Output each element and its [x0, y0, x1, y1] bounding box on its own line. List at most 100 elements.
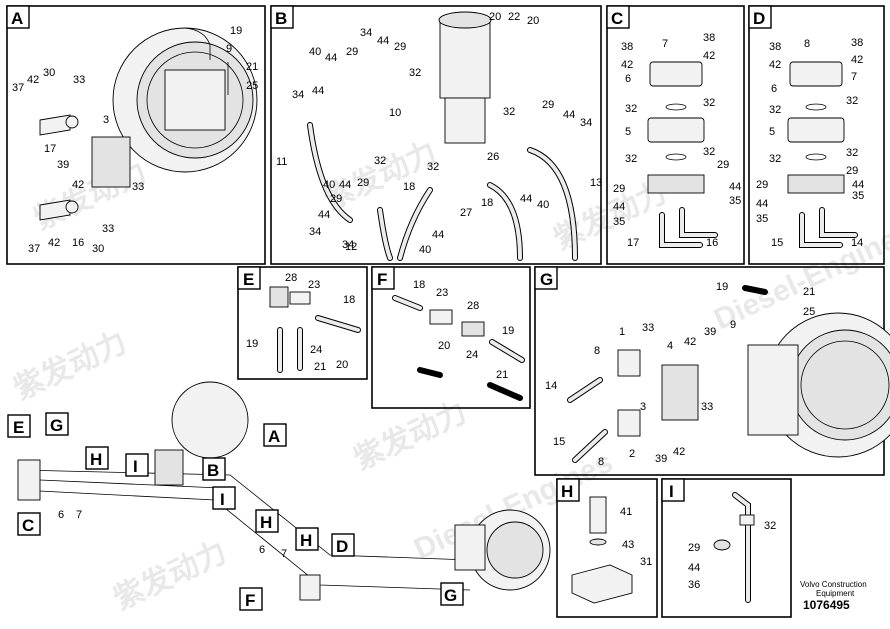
part-number-label: 5 [769, 126, 775, 138]
overview-callout: H [90, 450, 102, 469]
part-number-label: 44 [729, 181, 741, 193]
part-number-label: 29 [717, 159, 729, 171]
part-number-label: 6 [771, 83, 777, 95]
part-number-label: 32 [503, 106, 515, 118]
part-number-label: 21 [246, 61, 258, 73]
part-number-label: 17 [627, 237, 639, 249]
part-number-label: 32 [846, 147, 858, 159]
watermark-cn: 紫发动力 [109, 536, 232, 617]
panel-tag-c: C [611, 9, 623, 28]
part-number-label: 5 [625, 126, 631, 138]
panel-i: I 32 29 44 36 [661, 478, 792, 618]
part-number-label: 19 [246, 338, 258, 350]
part-number-label: 11 [276, 156, 287, 168]
panel-b: B 20 22 20 34 44 29 40 44 29 32 34 44 10… [270, 5, 602, 265]
part-number-label: 35 [756, 213, 768, 225]
part-number-label: 32 [769, 104, 781, 116]
part-number-label: 42 [72, 179, 84, 191]
panel-b-labels: 20 22 20 34 44 29 40 44 29 32 34 44 10 1… [276, 11, 602, 256]
footer-subtitle: Equipment [816, 589, 855, 598]
part-number-label: 34 [342, 239, 354, 251]
part-number-label: 42 [27, 74, 39, 86]
part-number-label: 31 [640, 556, 652, 568]
panel-tag-a: A [11, 9, 23, 28]
part-number-label: 29 [613, 183, 625, 195]
panel-tag-f: F [377, 270, 387, 289]
part-number-label: 20 [527, 15, 539, 27]
part-number-label: 29 [357, 177, 369, 189]
part-number-label: 44 [613, 201, 625, 213]
overview-callouts: E G H I C A B I H H D F G [7, 412, 464, 611]
part-number-label: 1 [619, 326, 625, 338]
part-number-label: 6 [259, 544, 265, 556]
part-number-label: 18 [413, 279, 425, 291]
part-number-label: 7 [662, 38, 668, 50]
part-number-label: 24 [466, 349, 478, 361]
overview-callout: G [444, 586, 457, 605]
part-number-label: 40 [309, 46, 321, 58]
part-number-label: 40 [323, 179, 335, 191]
part-number-label: 24 [310, 344, 322, 356]
part-number-label: 32 [625, 103, 637, 115]
panel-tag-g: G [540, 270, 553, 289]
panel-d-labels: 38 8 38 42 42 7 6 32 32 5 32 32 29 29 44… [756, 37, 864, 249]
overview-callout: H [300, 531, 312, 550]
part-number-label: 33 [102, 223, 114, 235]
overview: E G H I C A B I H H D F G 6 [7, 381, 551, 611]
panel-a-labels: 19 9 21 25 37 42 30 33 3 17 39 33 42 37 … [12, 25, 258, 255]
part-number-label: 29 [688, 542, 700, 554]
part-number-label: 18 [403, 181, 415, 193]
part-number-label: 44 [432, 229, 444, 241]
part-number-label: 32 [764, 520, 776, 532]
panel-c-labels: 38 7 38 42 42 6 32 32 5 32 32 29 29 44 4… [613, 32, 741, 249]
footer-company: Volvo Construction [800, 580, 867, 589]
part-number-label: 38 [703, 32, 715, 44]
part-number-label: 42 [673, 446, 685, 458]
part-number-label: 19 [230, 25, 242, 37]
panel-f-labels: 18 23 28 19 20 24 21 [413, 279, 514, 381]
part-number-label: 2 [629, 448, 635, 460]
panel-d: D 38 8 38 42 42 7 6 32 32 5 32 32 29 29 … [748, 5, 885, 265]
part-number-label: 33 [73, 74, 85, 86]
part-number-label: 44 [318, 209, 330, 221]
panel-e-labels: 28 23 18 19 24 21 20 [246, 272, 355, 373]
part-number-label: 4 [667, 340, 673, 352]
part-number-label: 10 [389, 107, 401, 119]
watermark-cn: 紫发动力 [29, 156, 152, 237]
part-number-label: 32 [846, 95, 858, 107]
panel-g-labels: 19 21 9 25 1 33 8 42 39 4 14 3 33 15 8 2… [545, 281, 815, 468]
part-number-label: 25 [803, 306, 815, 318]
part-number-label: 29 [756, 179, 768, 191]
overview-callout: A [268, 427, 280, 446]
overview-callout: I [133, 457, 138, 476]
overview-callout: H [260, 513, 272, 532]
part-number-label: 12 [345, 241, 357, 253]
part-number-label: 32 [625, 153, 637, 165]
part-number-label: 29 [542, 99, 554, 111]
part-number-label: 42 [703, 50, 715, 62]
part-number-label: 15 [553, 436, 565, 448]
part-number-label: 21 [314, 361, 326, 373]
overview-callout: F [245, 591, 255, 610]
part-number-label: 19 [502, 325, 514, 337]
part-number-label: 16 [706, 237, 718, 249]
part-number-label: 16 [72, 237, 84, 249]
part-number-label: 23 [308, 279, 320, 291]
panel-h: H 41 43 31 [556, 478, 658, 618]
part-number-label: 29 [394, 41, 406, 53]
part-number-label: 34 [309, 226, 321, 238]
part-number-label: 27 [460, 207, 472, 219]
part-number-label: 7 [851, 71, 857, 83]
panel-a: A 19 9 21 25 37 42 30 33 3 17 39 33 42 3… [6, 5, 266, 265]
panel-h-labels: 41 43 31 [620, 506, 652, 568]
part-number-label: 29 [846, 165, 858, 177]
overview-numbers: 6 7 6 7 [58, 509, 287, 560]
part-number-label: 38 [769, 41, 781, 53]
part-number-label: 21 [803, 286, 815, 298]
part-number-label: 29 [346, 46, 358, 58]
part-number-label: 35 [613, 216, 625, 228]
part-number-label: 22 [508, 11, 520, 23]
part-number-label: 37 [12, 82, 24, 94]
panel-i-labels: 32 29 44 36 [688, 520, 776, 591]
